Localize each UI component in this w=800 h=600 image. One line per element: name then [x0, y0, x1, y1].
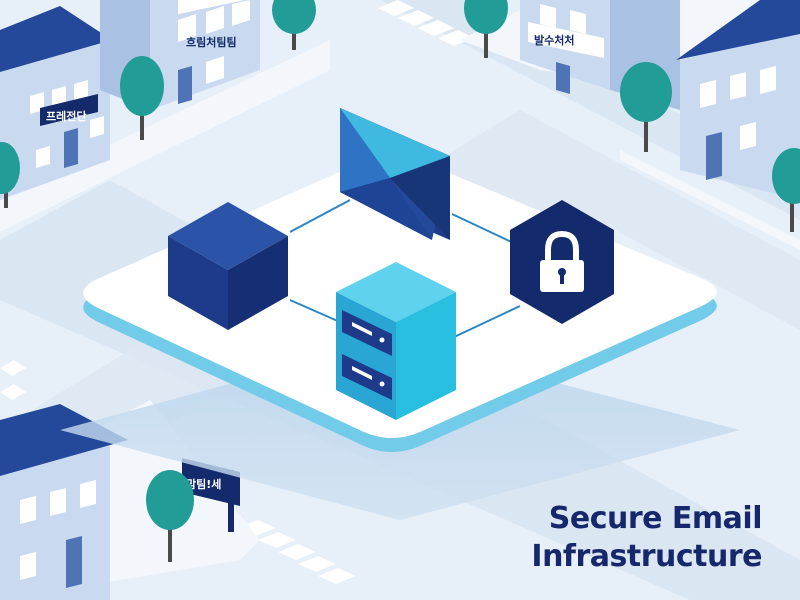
house-bottom-left — [0, 404, 128, 600]
tree — [772, 148, 800, 232]
storage-cube-icon — [168, 202, 288, 330]
padlock-icon — [510, 200, 614, 324]
caption: Secure Email Infrastructure — [462, 500, 762, 576]
sign-top-center: 흐림처팀팀 — [186, 35, 237, 49]
envelope-icon — [340, 108, 450, 240]
trees — [0, 0, 800, 562]
tree — [272, 0, 316, 50]
tree — [464, 0, 508, 58]
tree — [146, 470, 194, 562]
sign-top-right: 발수처처 — [534, 33, 574, 47]
crosswalk-top — [378, 0, 474, 46]
network-connections — [289, 199, 521, 339]
caption-line-2: Infrastructure — [531, 539, 762, 574]
caption-line-1: Secure Email — [548, 501, 763, 536]
sign-top-left: 프레전단 — [46, 109, 86, 123]
building-top-right: 발수처처 — [520, 0, 680, 110]
server-rack-icon — [336, 262, 456, 420]
tree — [620, 62, 672, 152]
house-top-left: 프레전단 — [0, 6, 112, 200]
tree — [0, 142, 20, 208]
tree — [120, 56, 164, 140]
crosswalk-left — [0, 360, 26, 400]
sign-bottom-left: 맘팀!세 — [186, 477, 221, 491]
house-right — [676, 0, 800, 200]
